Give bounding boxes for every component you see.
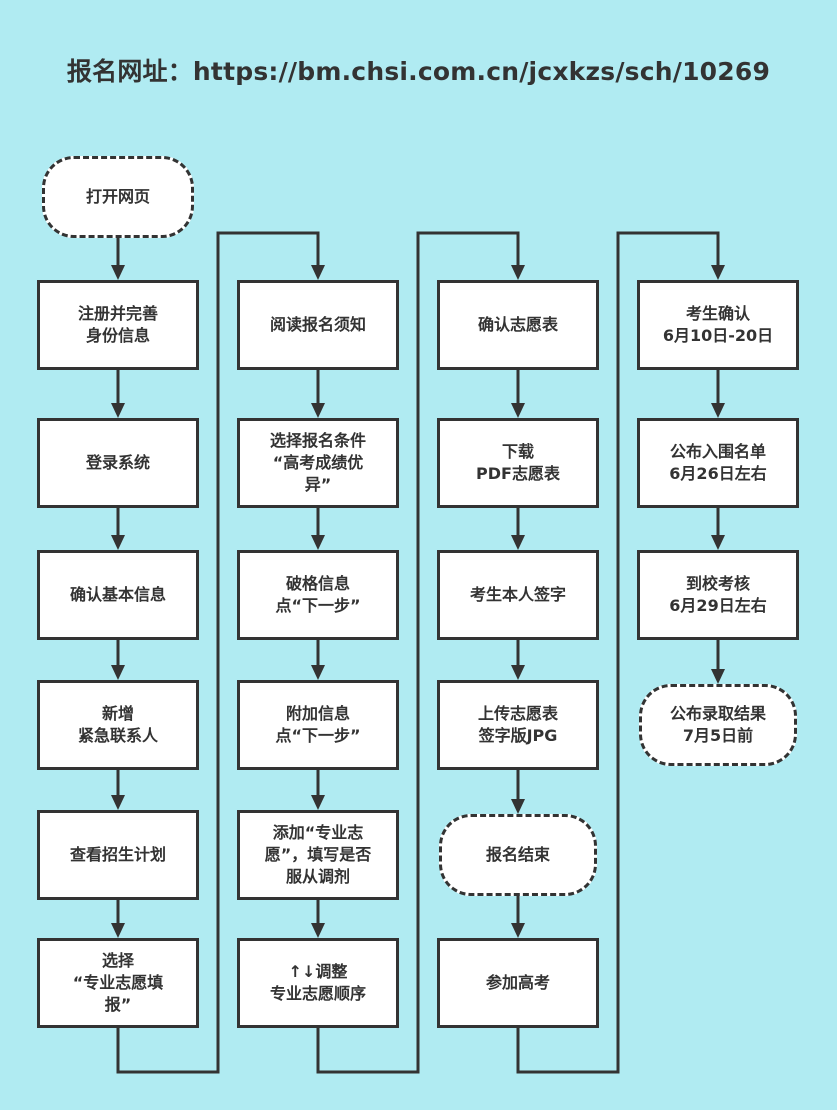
- step-publish-shortlist: 公布入围名单 6月26日左右: [637, 418, 799, 508]
- step-confirm-basic-info: 确认基本信息: [37, 550, 199, 640]
- node-label: 到校考核 6月29日左右: [669, 574, 767, 615]
- node-label: 附加信息 点“下一步”: [275, 704, 361, 745]
- arrowhead: [111, 265, 125, 280]
- step-on-campus-assessment: 到校考核 6月29日左右: [637, 550, 799, 640]
- step-read-notice: 阅读报名须知: [237, 280, 399, 370]
- node-label: 上传志愿表 签字版JPG: [477, 704, 558, 745]
- arrowhead: [511, 403, 525, 418]
- node-label: 查看招生计划: [69, 845, 166, 864]
- node-label: 公布入围名单 6月26日左右: [669, 442, 767, 483]
- step-add-major-preference: 添加“专业志 愿”，填写是否 服从调剂: [237, 810, 399, 900]
- arrowhead: [311, 923, 325, 938]
- arrowhead: [711, 669, 725, 684]
- connector-col2-col3: [316, 231, 520, 1074]
- step-login: 登录系统: [37, 418, 199, 508]
- step-adjust-preference-order: ↑↓调整 专业志愿顺序: [237, 938, 399, 1028]
- step-candidate-confirm: 考生确认 6月10日-20日: [637, 280, 799, 370]
- step-view-enrollment-plan: 查看招生计划: [37, 810, 199, 900]
- arrowhead: [111, 535, 125, 550]
- arrowhead: [311, 665, 325, 680]
- step-confirm-preference-form: 确认志愿表: [437, 280, 599, 370]
- start-node-open-webpage: 打开网页: [42, 156, 194, 238]
- node-label: 打开网页: [85, 187, 150, 206]
- connector-col3-col4: [516, 231, 720, 1074]
- step-sign: 考生本人签字: [437, 550, 599, 640]
- arrowhead: [511, 265, 525, 280]
- arrowhead: [711, 535, 725, 550]
- registration-url-title: 报名网址：https://bm.chsi.com.cn/jcxkzs/sch/1…: [66, 57, 771, 86]
- step-additional-info: 附加信息 点“下一步”: [237, 680, 399, 770]
- arrowhead: [511, 535, 525, 550]
- arrowhead: [511, 665, 525, 680]
- step-take-gaokao: 参加高考: [437, 938, 599, 1028]
- node-label: 公布录取结果 7月5日前: [669, 704, 766, 745]
- step-download-pdf: 下载 PDF志愿表: [437, 418, 599, 508]
- step-select-condition: 选择报名条件 “高考成绩优 异”: [237, 418, 399, 508]
- end-node-registration-complete: 报名结束: [439, 814, 597, 896]
- node-label: 参加高考: [485, 973, 550, 992]
- step-add-emergency-contact: 新增 紧急联系人: [37, 680, 199, 770]
- arrowhead: [511, 923, 525, 938]
- node-label: 登录系统: [85, 453, 150, 472]
- end-node-publish-admission: 公布录取结果 7月5日前: [639, 684, 797, 766]
- arrowhead: [111, 795, 125, 810]
- step-upload-signed-jpg: 上传志愿表 签字版JPG: [437, 680, 599, 770]
- arrowhead: [111, 665, 125, 680]
- step-select-major-application: 选择 “专业志愿填 报”: [37, 938, 199, 1028]
- arrowhead: [311, 795, 325, 810]
- arrowhead: [711, 403, 725, 418]
- arrowhead: [311, 403, 325, 418]
- node-label: 确认基本信息: [69, 585, 166, 604]
- node-label: ↑↓调整 专业志愿顺序: [269, 962, 366, 1003]
- node-label: 新增 紧急联系人: [77, 704, 158, 745]
- node-label: 选择报名条件 “高考成绩优 异”: [269, 431, 366, 494]
- node-label: 确认志愿表: [477, 315, 558, 334]
- node-label: 阅读报名须知: [269, 315, 366, 334]
- node-label: 考生本人签字: [469, 585, 566, 604]
- step-exceptional-info: 破格信息 点“下一步”: [237, 550, 399, 640]
- arrowhead: [311, 535, 325, 550]
- node-label: 报名结束: [485, 845, 550, 864]
- arrowheads: [111, 265, 725, 938]
- node-label: 添加“专业志 愿”，填写是否 服从调剂: [264, 823, 372, 886]
- step-register: 注册并完善 身份信息: [37, 280, 199, 370]
- node-label: 注册并完善 身份信息: [77, 304, 158, 345]
- node-label: 破格信息 点“下一步”: [275, 574, 361, 615]
- arrowhead: [111, 403, 125, 418]
- arrowhead: [511, 799, 525, 814]
- arrowhead: [111, 923, 125, 938]
- node-label: 考生确认 6月10日-20日: [662, 304, 774, 345]
- node-label: 下载 PDF志愿表: [476, 442, 560, 483]
- connector-col1-col2: [116, 231, 320, 1074]
- arrowhead: [711, 265, 725, 280]
- arrowhead: [311, 265, 325, 280]
- node-label: 选择 “专业志愿填 报”: [72, 951, 164, 1014]
